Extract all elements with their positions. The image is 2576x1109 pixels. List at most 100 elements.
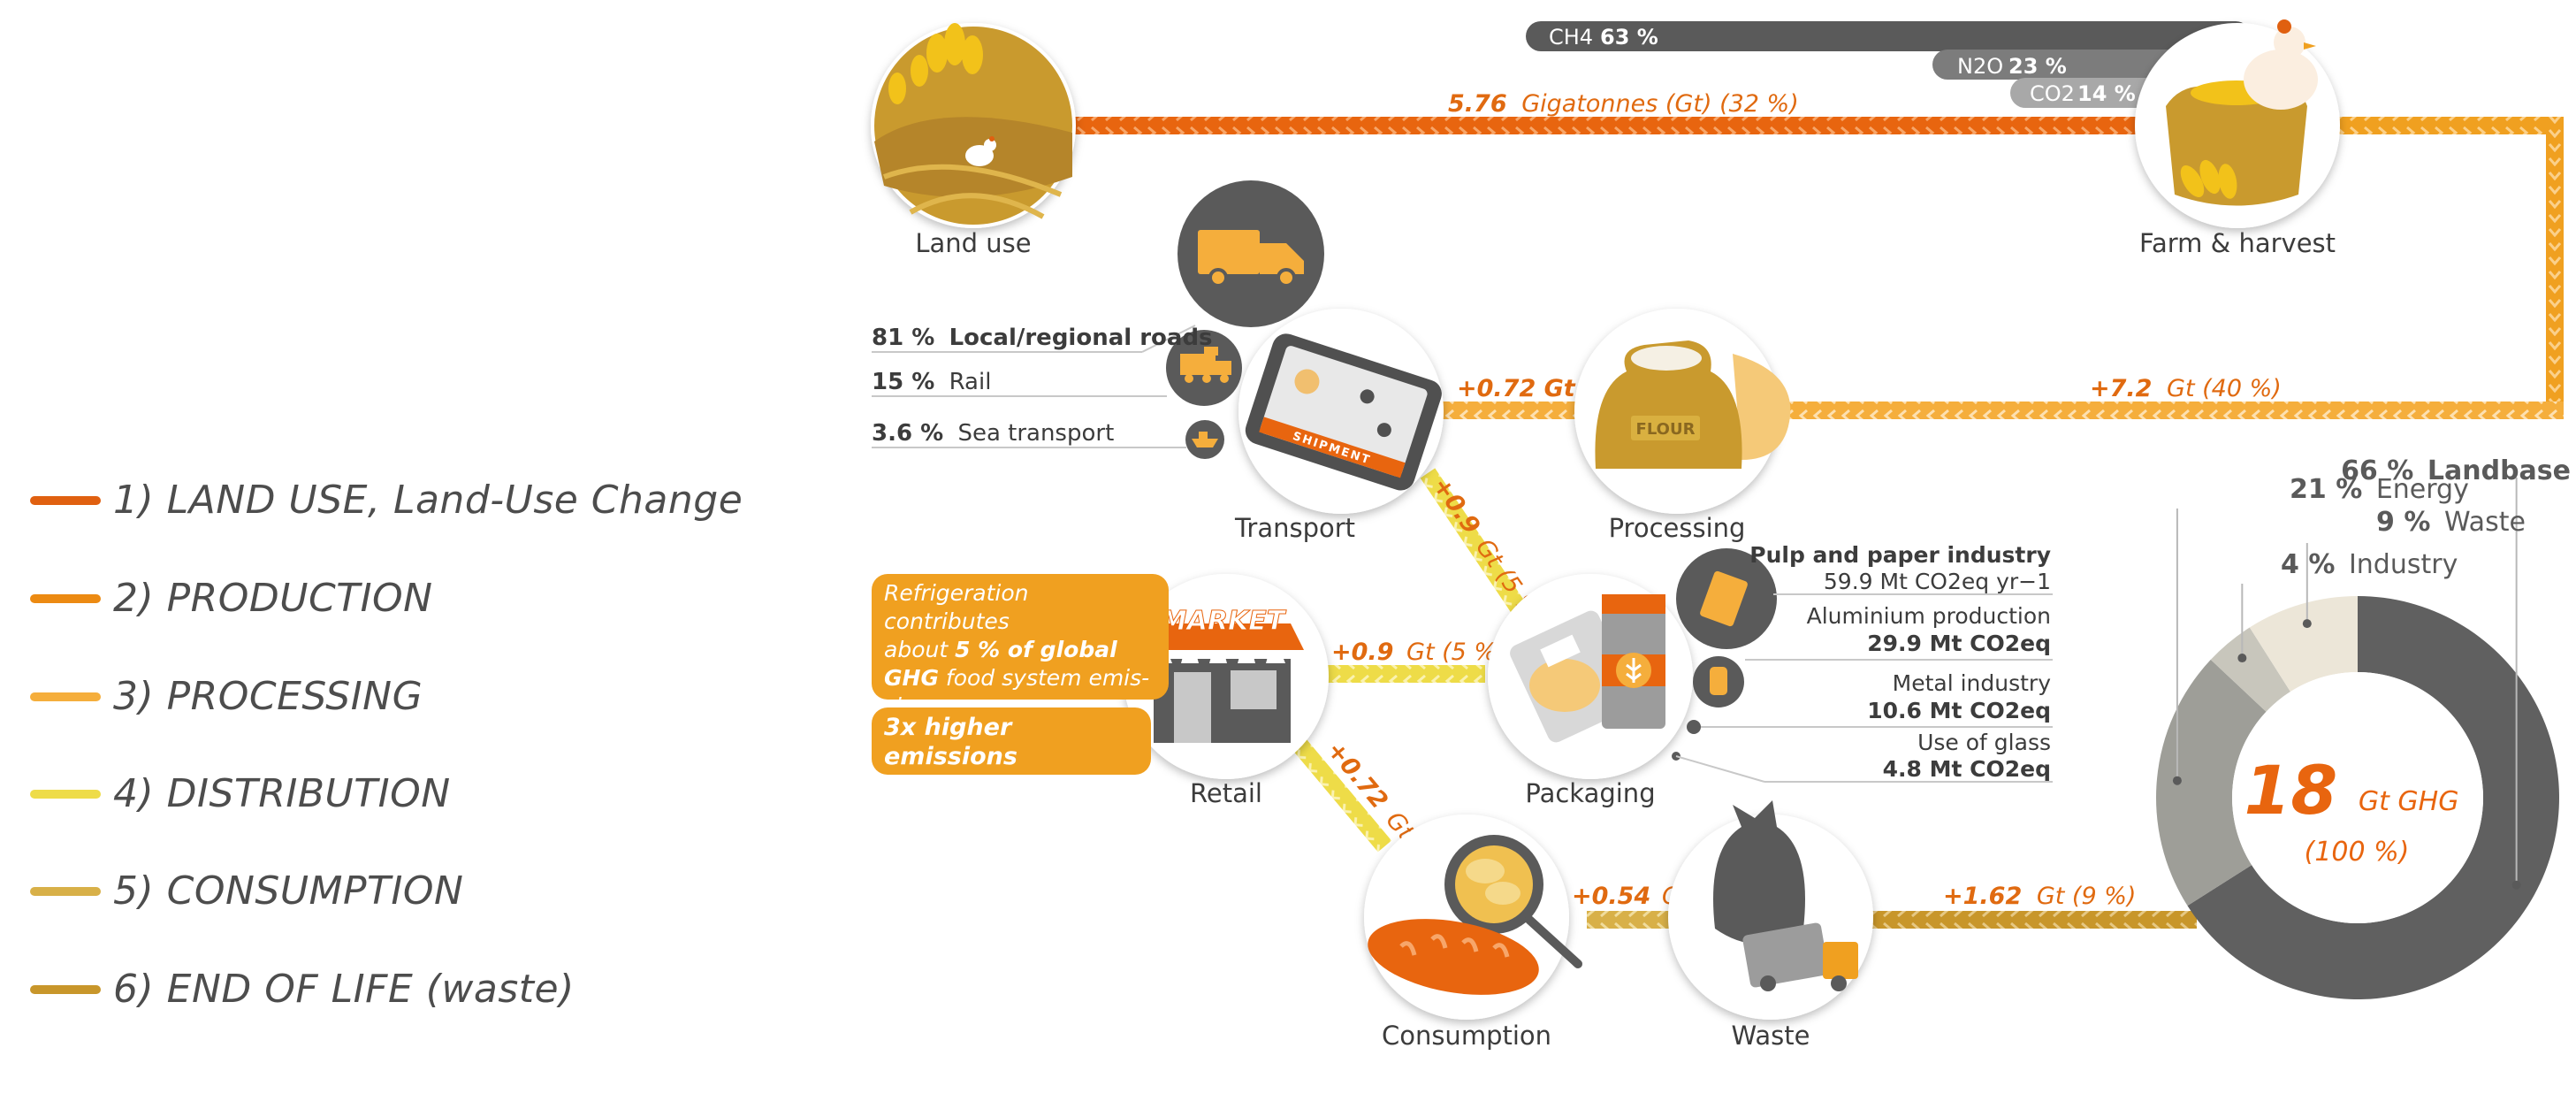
stage-consumption [1364,815,1582,1020]
gas-n2o-value: 23 % [2008,54,2067,79]
donut-leader-dot [2172,776,2182,785]
flow-waste-total [1870,911,2197,929]
legend-swatch [30,984,101,994]
pack-source-value: 4.8 Mt CO2eq [1883,756,2051,782]
gas-co2-name: CO2 [2030,81,2075,106]
flow-retail-label: +0.9 Gt (5 %) [1331,639,1506,666]
ship-icon [1192,439,1218,447]
flow-land-use [1074,117,2157,134]
legend-swatch [30,593,101,603]
flow-consumption-waste [1587,911,1675,929]
transport-mode-roads: 81 % Local/regional roads [872,325,1213,351]
gas-n2o-name: N2O [1957,54,2003,79]
donut-slice-landbase [2187,596,2559,999]
legend-swatch [30,692,101,701]
flow-waste-unit: Gt (9 %) [2037,883,2137,910]
pack-source-name: Metal industry [1893,670,2052,696]
flow-production-left [1759,402,2564,419]
stage-label-waste: Waste [1732,1021,1810,1051]
gas-ch4-name: CH4 [1549,25,1593,50]
flow-land-use-label: 5.76 Gigatonnes (Gt) (32 %) [1448,90,1799,118]
stage-label-consumption: Consumption [1382,1021,1551,1051]
note-text: food system emis- [938,665,1150,691]
donut-leader-dot [2237,654,2247,663]
slice-pct: 21 % [2290,474,2362,505]
donut-label-industry: 4 % Industry [2281,549,2458,580]
legend-item-consumption: 5) CONSUMPTION [30,868,463,914]
market-icon: MARKET [1140,606,1304,743]
slice-label: Waste [2444,507,2526,538]
legend-item-processing: 3) PROCESSING [30,674,423,719]
stage-waste [1668,800,1873,1020]
donut-slice-industry [2210,627,2290,712]
stage-label-farm: Farm & harvest [2139,228,2336,258]
trash-bag-icon [1713,800,1805,945]
legend-swatch [30,789,101,799]
donut-leaders [2172,478,2521,890]
flow-consumption-out-value: +0.54 [1572,883,1650,910]
paper-bag-circle [1676,548,1777,649]
hen-icon [2244,19,2318,110]
flow-processing-value: +0.72 Gt [1457,375,1576,402]
transport-mode-pct: 3.6 % [872,420,943,447]
donut-leader-dot [2302,619,2312,629]
stage-label-retail: Retail [1190,778,1262,808]
chicken-icon [965,136,996,166]
slice-label: Landbase [2427,455,2571,486]
pack-source-name: Use of glass [1917,730,2051,755]
flow-transport-packaging [1420,468,1535,625]
flow-production-down [2546,117,2564,417]
paper-bag-icon [1700,570,1748,627]
can-circle [1693,656,1744,707]
wheat-icon [888,23,983,104]
donut-total-share: (100 %) [2305,837,2410,868]
flow-packaging-retail [1326,665,1485,683]
slice-pct: 66 % [2341,455,2413,486]
pack-source-name: Pulp and paper industry [1749,542,2051,568]
note-line: about 5 % of global [884,636,1156,664]
pan-icon [1444,835,1582,968]
stage-label-packaging: Packaging [1525,778,1655,808]
transport-mode-rail: 15 % Rail [872,369,991,395]
note-text: about [884,637,956,662]
legend-swatch [30,495,101,505]
donut-hole [2232,672,2483,923]
gas-co2-value: 14 % [2077,81,2136,106]
market-text: MARKET [1161,606,1287,637]
donut-chart [2156,596,2559,999]
donut-label-waste: 9 % Waste [2376,507,2526,538]
legend-label: 2) PRODUCTION [113,576,433,621]
transport-mode-label: Rail [949,369,992,395]
slice-label: Energy [2376,474,2469,505]
gas-ch4-value: 63 % [1600,25,1658,50]
legend-label: 3) PROCESSING [113,674,423,719]
garbage-truck-icon [1742,922,1858,991]
donut-slice-energy [2156,659,2267,906]
flow-retail-value: +0.9 [1331,639,1393,666]
donut-total-value: 18 [2244,751,2338,830]
stage-packaging [1488,574,1693,779]
pack-source-value: 10.6 Mt CO2eq [1867,698,2051,723]
pack-source-value: 29.9 Mt CO2eq [1867,631,2051,656]
stage-processing: FLOUR [1574,309,1791,514]
legend-label: 4) DISTRIBUTION [113,771,451,816]
legend-item-production: 2) PRODUCTION [30,576,433,621]
flow-production-top [2325,117,2564,134]
transport-mode-pct: 15 % [872,369,934,395]
stage-farm [2135,19,2340,228]
wheat-icon [2180,159,2237,199]
legend-label: 5) CONSUMPTION [113,868,464,914]
truck-circle [1177,180,1324,327]
note-line: compared to 1990 [884,772,1105,799]
train-circle [1166,330,1242,406]
milk-carton-icon [1602,594,1665,729]
slice-label: Industry [2349,549,2458,580]
stage-transport: SHIPMENT [1238,309,1444,514]
stage-label-land-use: Land use [915,228,1031,258]
stage-retail: MARKET [1124,574,1329,779]
note-line: 3x higher emissions [884,714,1017,770]
flow-transport-value: +0.9 [1427,472,1485,539]
metal-dot [1687,720,1701,734]
flow-production-unit: Gt (40 %) [2167,375,2282,402]
